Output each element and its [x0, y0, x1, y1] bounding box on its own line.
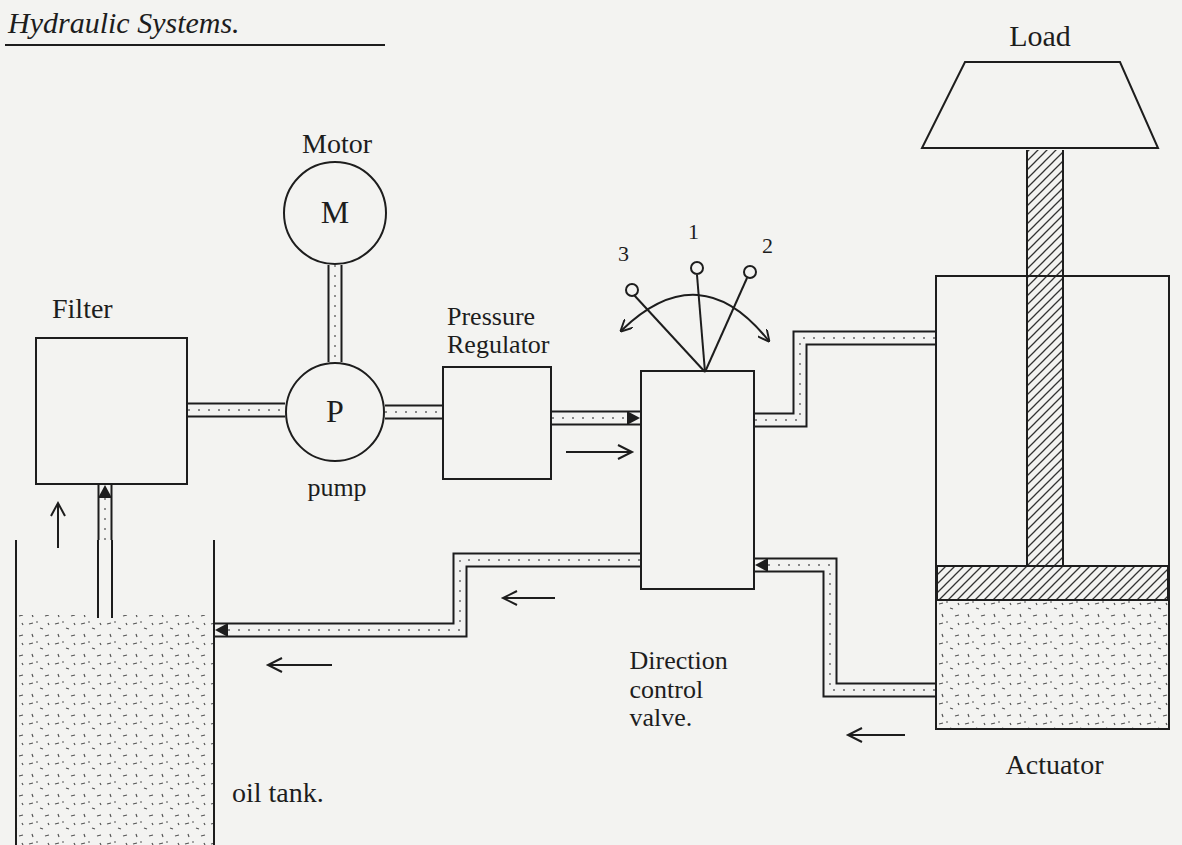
symbol-letter: P [326, 394, 344, 429]
hydraulic-pipe [335, 265, 336, 362]
callout-number: 2 [762, 234, 773, 258]
hydraulic-pipe [215, 560, 640, 637]
part-label: Pressure Regulator [447, 303, 597, 360]
title-underline [5, 44, 385, 46]
diagram-title: Hydraulic Systems. [8, 6, 240, 40]
suction-pipe [98, 540, 112, 618]
part-label: Actuator [1006, 750, 1104, 781]
pump-circle: Ppump [285, 362, 385, 462]
filter-box: Filter [35, 337, 188, 485]
motor-circle: MotorM [283, 161, 387, 265]
part-label: Filter [52, 294, 113, 325]
part-label: pump [307, 474, 366, 503]
hydraulic-pipe [188, 410, 285, 411]
actuator-cylinder: Actuator [935, 275, 1170, 730]
valve-lever [622, 262, 768, 372]
callout-number: 1 [688, 220, 699, 244]
oil-tank: oil tank. [15, 540, 215, 845]
hydraulic-pipe [385, 412, 442, 413]
part-label: Direction control valve. [630, 647, 770, 733]
part-label: oil tank. [232, 778, 324, 809]
tank-oil [17, 615, 213, 845]
pressure-regulator-box: Pressure Regulator [442, 366, 552, 480]
hydraulic-pipe [755, 558, 935, 690]
piston-rod [1045, 150, 1046, 275]
hydraulic-pipe [755, 338, 935, 420]
load-block: Load [920, 60, 1160, 150]
hydraulic-pipe [98, 485, 112, 540]
actuator-internals [937, 275, 1168, 728]
symbol-letter: M [321, 195, 349, 230]
trapezoid-outline [920, 60, 1160, 150]
direction-valve-box: Direction control valve. [640, 370, 755, 590]
flow-arrows [51, 445, 905, 742]
part-label: Motor [302, 129, 372, 160]
hydraulic-pipe [552, 411, 640, 425]
part-label: Load [1009, 19, 1071, 52]
callout-number: 3 [618, 242, 629, 266]
